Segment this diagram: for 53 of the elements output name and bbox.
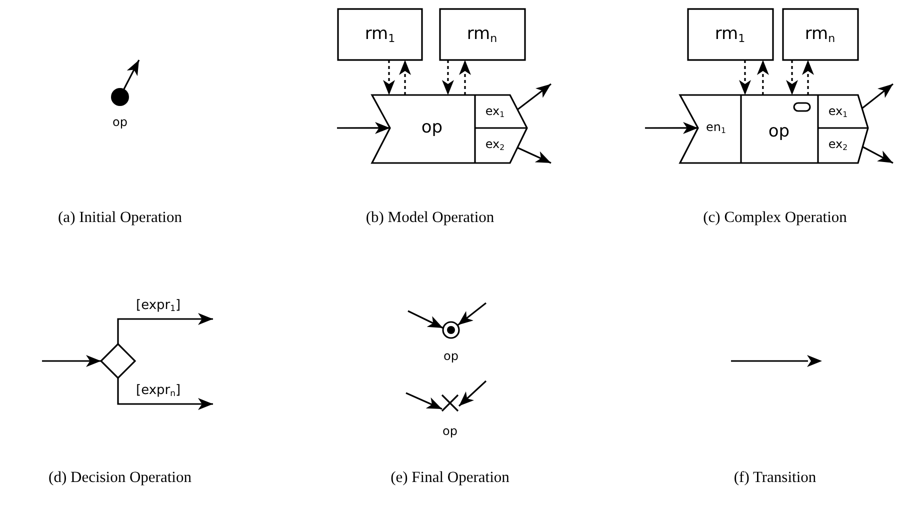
figure-caption: (f) Transition — [734, 469, 816, 487]
node-caption: op — [112, 116, 128, 128]
arrow — [117, 313, 213, 344]
node-label: ex$_{2}$ — [828, 138, 848, 152]
node-label: rm$_{1}$ — [714, 26, 746, 44]
node-label: ex$_{1}$ — [828, 105, 848, 119]
arrow — [458, 380, 487, 407]
node-caption: op — [444, 350, 458, 362]
decision-diamond — [101, 344, 135, 378]
dashed-arrow — [756, 60, 769, 95]
node-label: en$_{1}$ — [706, 121, 726, 135]
dashed-arrow — [399, 60, 412, 95]
dashed-arrow — [739, 60, 751, 95]
cross-mark — [441, 394, 459, 412]
resource-box — [783, 9, 858, 60]
arrow — [123, 60, 140, 90]
arrow — [408, 310, 444, 329]
resource-box — [440, 9, 525, 60]
arrow — [406, 392, 442, 410]
node-label: rm$_{1}$ — [364, 26, 396, 44]
initial-node-dot — [111, 88, 129, 106]
node-label: op — [768, 124, 790, 140]
figure-caption: (b) Model Operation — [366, 209, 494, 227]
figure-caption: (c) Complex Operation — [703, 209, 847, 227]
figure-caption: (a) Initial Operation — [58, 209, 182, 227]
figure-caption: (e) Final Operation — [390, 469, 510, 487]
final-node-circle — [442, 321, 460, 339]
arrow — [337, 122, 390, 134]
node-caption: op — [442, 425, 458, 437]
arrow — [458, 302, 486, 326]
node-label: ex$_{1}$ — [485, 105, 505, 119]
arrow — [516, 146, 552, 164]
edge-label: [expr$_{1}$] — [136, 299, 181, 313]
operation-chevron — [372, 95, 527, 163]
dashed-arrow — [383, 60, 396, 95]
dashed-arrow — [786, 60, 798, 95]
dashed-arrow — [802, 60, 814, 95]
resource-box — [688, 9, 773, 60]
figure-caption: (d) Decision Operation — [48, 469, 192, 487]
arrow — [862, 146, 894, 164]
arrow — [117, 378, 213, 410]
node-label: ex$_{2}$ — [485, 138, 505, 152]
dashed-arrow — [459, 60, 471, 95]
resource-box — [338, 9, 422, 60]
arrow — [516, 83, 552, 111]
node-label: rm$_{n}$ — [804, 26, 836, 44]
dashed-arrow — [442, 60, 454, 95]
arrow — [645, 122, 698, 134]
node-label: rm$_{n}$ — [466, 26, 498, 44]
edge-label: [expr$_{n}$] — [136, 384, 181, 398]
operation-chevron — [680, 95, 868, 163]
arrow — [42, 355, 101, 367]
node-label: op — [421, 120, 443, 136]
